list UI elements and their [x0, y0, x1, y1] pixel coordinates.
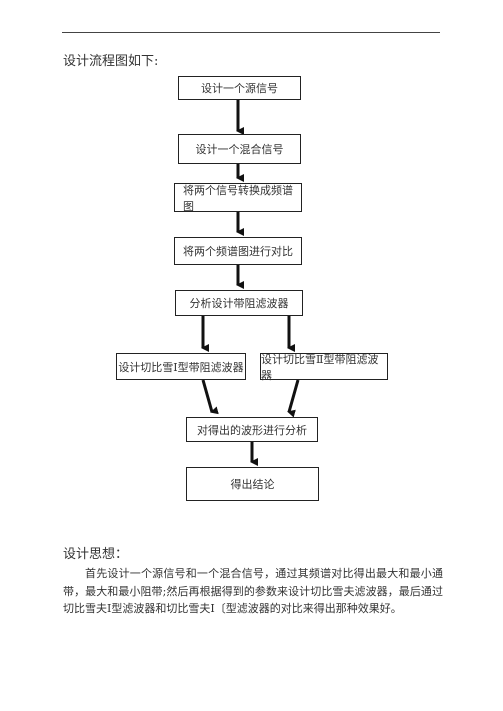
step-analyze-filter: 分析设计带阻滤波器 [175, 290, 303, 316]
step-analyze-waveform: 对得出的波形进行分析 [186, 417, 318, 442]
step-mixed-signal: 设计一个混合信号 [178, 134, 301, 164]
step-source-signal: 设计一个源信号 [178, 76, 301, 100]
step-chebyshev-1: 设计切比雪Ⅰ型带阻滤波器 [116, 353, 246, 380]
arrow-6b-7 [287, 379, 300, 418]
arrow-6a-7 [201, 379, 219, 415]
top-rule [62, 32, 440, 33]
step-convert-spectrum: 将两个信号转换成频谱图 [174, 183, 302, 213]
step-compare-spectrum: 将两个频谱图进行对比 [174, 237, 302, 265]
design-idea-heading: 设计思想： [63, 547, 129, 562]
design-idea-paragraph: 首先设计一个源信号和一个混合信号，通过其频谱对比得出最大和最小通 带，最大和最小… [63, 567, 443, 615]
step-conclusion: 得出结论 [186, 467, 319, 501]
step-chebyshev-2: 设计切比雪Ⅱ型带阻滤波器 [260, 353, 388, 382]
flowchart-heading: 设计流程图如下: [63, 54, 159, 69]
